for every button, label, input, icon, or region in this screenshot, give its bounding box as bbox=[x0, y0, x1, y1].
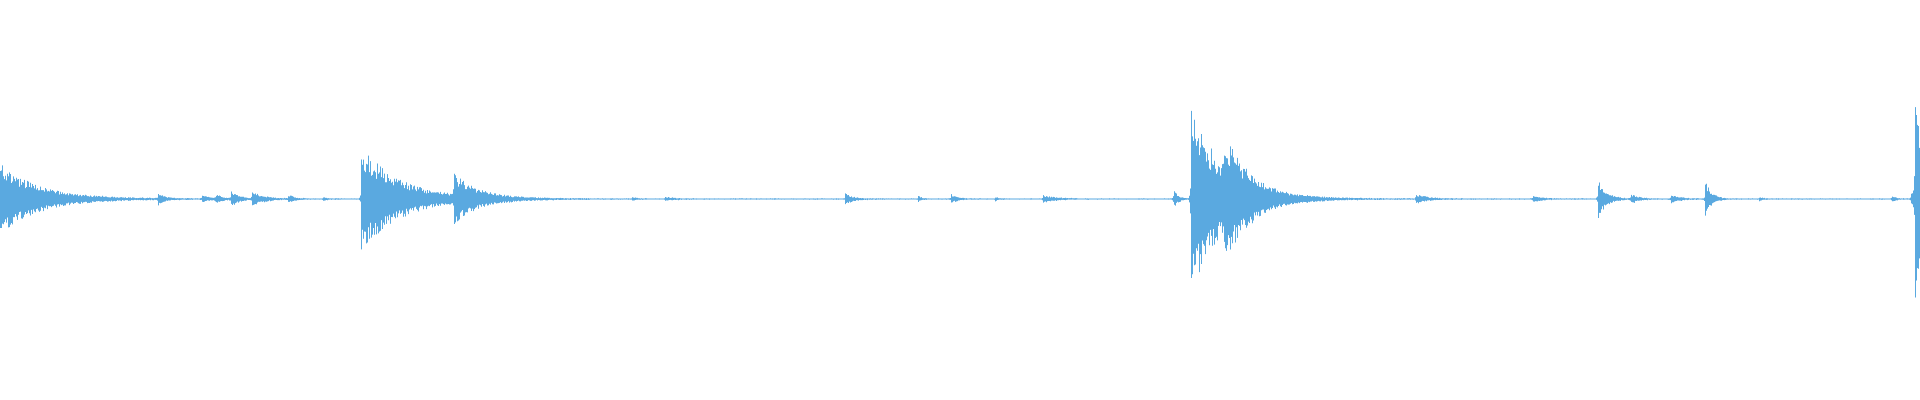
waveform-path bbox=[0, 107, 1920, 298]
waveform-trace bbox=[0, 107, 1920, 298]
